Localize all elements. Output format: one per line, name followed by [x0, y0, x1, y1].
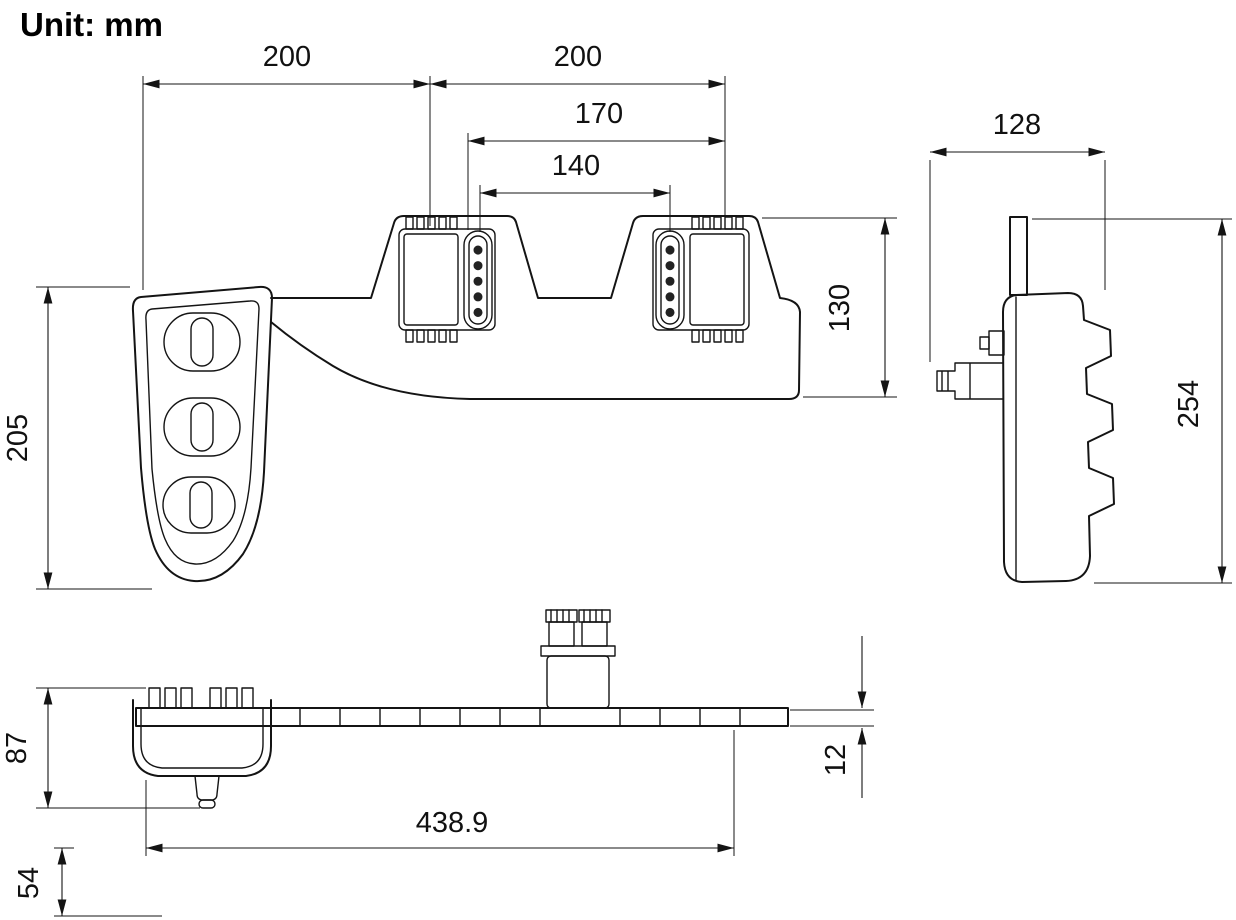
- side-body-outline: [1002, 292, 1115, 583]
- side-clamp-nub: [979, 336, 990, 350]
- side-plate-edge: [1009, 216, 1028, 296]
- extension-lines-top-view: [36, 76, 897, 590]
- bracket-right-slider: [689, 233, 745, 326]
- side-inlet-fitting: [936, 362, 1004, 400]
- housing-outline: [132, 699, 272, 777]
- side-clamp-bracket: [988, 330, 1005, 356]
- connector-stem-right: [581, 621, 608, 647]
- connector-flange: [540, 645, 616, 657]
- bracket-left-teeth: [405, 216, 458, 343]
- dim-label-panel-length: 205: [2, 414, 34, 462]
- dim-label-slot-span-inner: 140: [552, 150, 600, 182]
- bracket-left-slot-inner: [468, 235, 488, 325]
- bracket-right-outline: [652, 228, 750, 331]
- dim-label-depth: 130: [824, 284, 856, 332]
- knob-3-outline: [162, 476, 236, 534]
- dim-label-housing-height: 87: [1, 732, 33, 764]
- dim-label-span-left: 200: [263, 41, 311, 73]
- bracket-right-slot-inner: [660, 235, 680, 325]
- connector-cap-right: [578, 609, 611, 623]
- body-outline: [270, 215, 801, 400]
- connector-knurl-lines: [550, 609, 603, 623]
- dim-label-slot-span-outer: 170: [575, 98, 623, 130]
- extension-lines-side-view: [929, 160, 1232, 584]
- connector-stem-left: [548, 621, 575, 647]
- front-view: 87 54 438.9 12: [1, 609, 874, 917]
- unit-label: Unit: mm: [20, 6, 163, 43]
- dim-label-side-height: 254: [1173, 380, 1205, 428]
- knob-1-slot: [190, 317, 214, 367]
- base-plate: [135, 707, 789, 727]
- knob-2-slot: [190, 402, 214, 452]
- connector-block: [546, 655, 610, 709]
- nozzle-tip: [198, 799, 216, 809]
- base-plate-ticks: [299, 707, 741, 727]
- nozzle-outline: [194, 775, 220, 801]
- knob-1-outline: [163, 312, 241, 372]
- connector-cap-left: [545, 609, 578, 623]
- housing-teeth: [148, 687, 254, 709]
- bracket-left-slider: [403, 233, 459, 326]
- top-view: 200 200 170 140 130 205: [2, 41, 897, 590]
- dim-label-overall-length: 438.9: [416, 807, 489, 839]
- side-view: 128 254: [929, 109, 1232, 584]
- bracket-right-teeth: [691, 216, 744, 343]
- dim-label-span-right: 200: [554, 41, 602, 73]
- knob-3-slot: [189, 481, 213, 529]
- bracket-left-outline: [398, 228, 496, 331]
- dim-label-side-width: 128: [993, 109, 1041, 141]
- control-panel-inner-line: [145, 300, 260, 565]
- housing-inner-line: [140, 707, 264, 769]
- control-panel-outline: [131, 285, 273, 583]
- extension-lines-front-view: [36, 687, 874, 917]
- dim-label-base-offset: 54: [13, 867, 45, 899]
- bracket-left-slot-bar: [463, 230, 493, 330]
- dim-label-plate-thickness: 12: [820, 744, 852, 776]
- knob-2-outline: [163, 397, 241, 457]
